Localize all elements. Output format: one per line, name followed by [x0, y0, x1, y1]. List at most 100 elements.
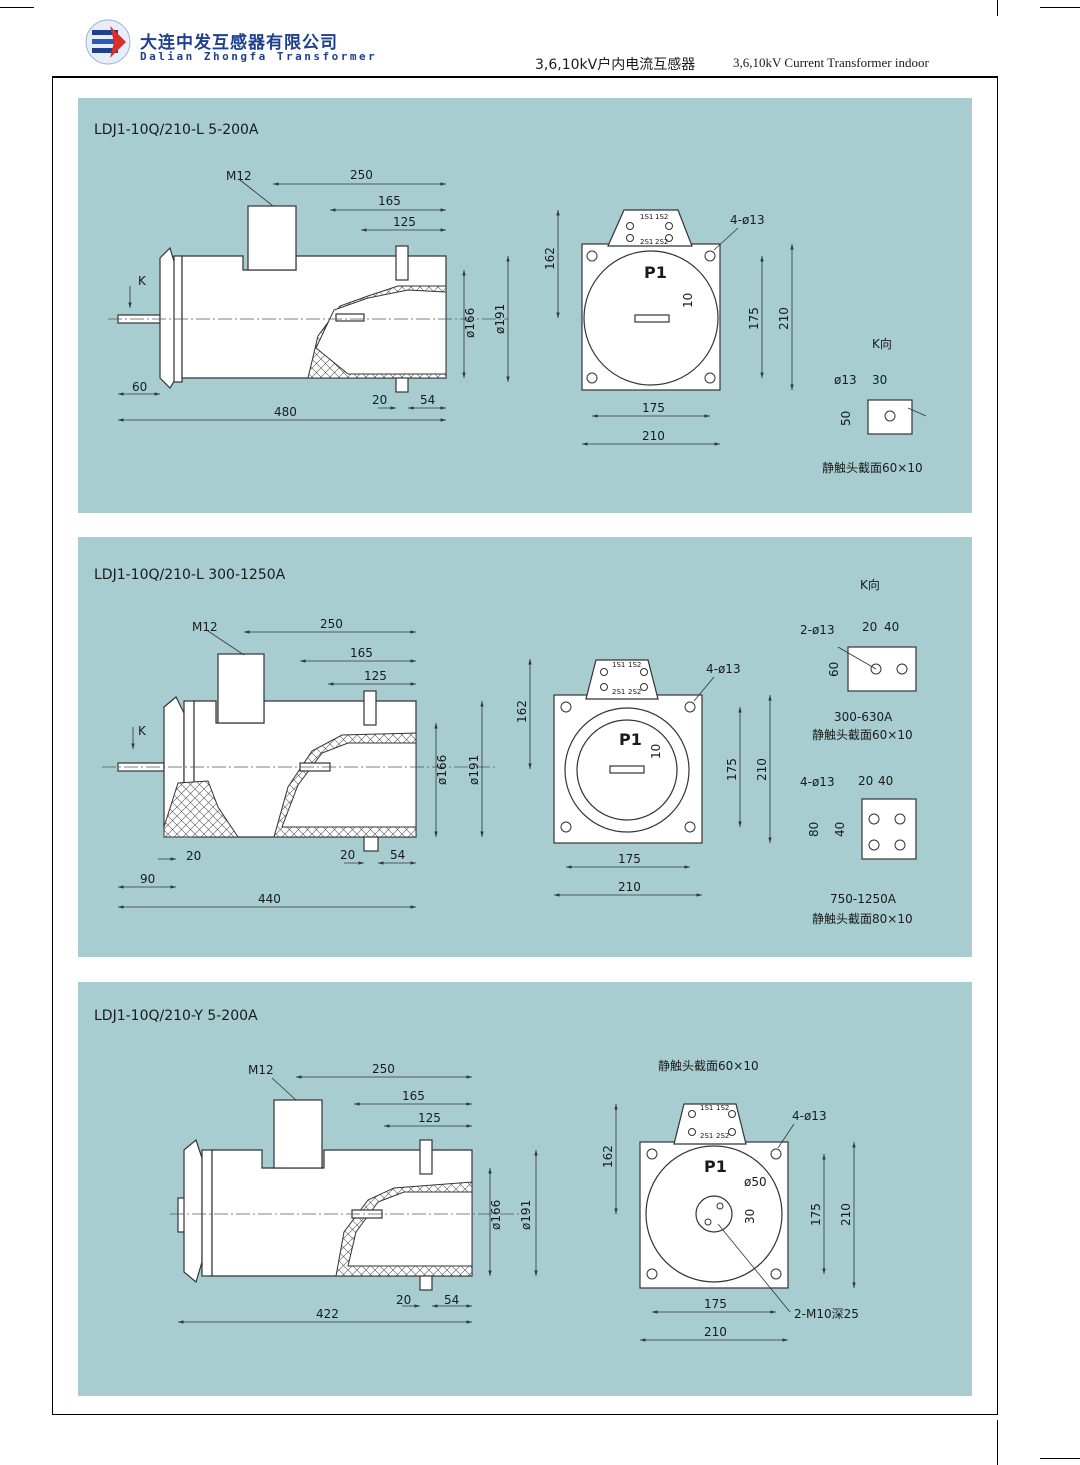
dim-20: 20	[396, 1293, 411, 1307]
dim-210h: 210	[618, 880, 641, 894]
contact-caption: 静触头截面60×10	[822, 461, 923, 475]
svg-text:40: 40	[884, 620, 899, 634]
thread-label: M12	[248, 1063, 274, 1077]
svg-text:2S2: 2S2	[655, 238, 668, 246]
page-frame	[52, 77, 998, 1415]
dim-dia191: ø191	[467, 755, 481, 785]
dim-dia166: ø166	[489, 1200, 503, 1230]
page-title-cn: 3,6,10kV户内电流互感器	[535, 57, 696, 73]
svg-text:1S2: 1S2	[628, 661, 641, 669]
dim-dia50: ø50	[744, 1175, 767, 1189]
side-view: M12 250 165 125 ø166 ø191 K 20 90 440 20…	[102, 617, 498, 909]
drawing-panel-2-svg: M12 250 165 125 ø166 ø191 K 20 90 440 20…	[102, 577, 917, 926]
dim-20a: 20	[186, 849, 201, 863]
model-label: LDJ1-10Q/210-Y 5-200A	[94, 1008, 258, 1024]
thread-label: M12	[192, 620, 218, 634]
front-view: 1S1 1S2 2S1 2S2 P1 162 4-ø13 10 175 210 …	[515, 659, 772, 897]
k-view: K向 2-ø13 20 40 60 300-630A 静触头截面60×10 4-…	[800, 577, 917, 926]
drawing-panel-3-svg: M12 250 165 125 ø166 ø191 422 20 54 静触头截…	[170, 1059, 859, 1342]
front-view: 1S1 1S2 2S1 2S2 P1 162 4-ø13 10 175 210 …	[543, 209, 794, 446]
dim-20: 20	[372, 393, 387, 407]
svg-text:1S2: 1S2	[716, 1104, 729, 1112]
dim-125: 125	[393, 215, 416, 229]
dim-125: 125	[418, 1111, 441, 1125]
svg-text:20: 20	[858, 774, 873, 788]
svg-text:4-ø13: 4-ø13	[800, 775, 835, 789]
crop-mark	[997, 1420, 998, 1465]
dim-dia166: ø166	[435, 755, 449, 785]
company-logo	[85, 19, 131, 65]
k-label: K	[138, 274, 147, 288]
crop-mark	[997, 0, 998, 16]
dim-30: 30	[872, 373, 887, 387]
svg-text:20: 20	[862, 620, 877, 634]
svg-text:2S2: 2S2	[628, 688, 641, 696]
dim-210h: 210	[642, 429, 665, 443]
secondary-box	[247, 205, 297, 271]
model-label: LDJ1-10Q/210-L 300-1250A	[94, 567, 286, 583]
dim-210v: 210	[839, 1203, 853, 1226]
dim-175h: 175	[704, 1297, 727, 1311]
svg-text:2S2: 2S2	[716, 1132, 729, 1140]
svg-text:2S1: 2S1	[700, 1132, 713, 1140]
k-view: K向 ø13 30 50 静触头截面60×10	[822, 336, 927, 475]
dim-175h: 175	[642, 401, 665, 415]
dim-30: 30	[743, 1209, 757, 1224]
dim-210v: 210	[755, 758, 769, 781]
company-name-cn: 大连中发互感器有限公司	[140, 33, 338, 53]
dim-54: 54	[420, 393, 435, 407]
dim-175v: 175	[747, 307, 761, 330]
dim-125: 125	[364, 669, 387, 683]
svg-text:40: 40	[833, 822, 847, 837]
drawing-panel-1-svg: M12 250 165 125 ø166 ø191 K 60 480 20 54	[108, 168, 927, 475]
dim-440: 440	[258, 892, 281, 906]
dim-250: 250	[320, 617, 343, 631]
drawing-panel-1: LDJ1-10Q/210-L 5-200A M12 250 165 125	[78, 98, 972, 513]
model-label: LDJ1-10Q/210-L 5-200A	[94, 122, 259, 138]
svg-text:2S1: 2S1	[640, 238, 653, 246]
svg-text:1S1: 1S1	[700, 1104, 713, 1112]
svg-text:2S1: 2S1	[612, 688, 625, 696]
svg-text:300-630A: 300-630A	[834, 710, 893, 724]
k-view-title: K向	[860, 577, 880, 592]
dim-162: 162	[601, 1145, 615, 1168]
svg-text:40: 40	[878, 774, 893, 788]
svg-text:60: 60	[827, 662, 841, 677]
svg-text:静触头截面60×10: 静触头截面60×10	[812, 728, 913, 742]
drawing-panel-3: LDJ1-10Q/210-Y 5-200A M12 250 165 125 ø1…	[78, 982, 972, 1396]
dim-50: 50	[839, 411, 853, 426]
dim-250: 250	[350, 168, 373, 182]
dim-175h: 175	[618, 852, 641, 866]
thread-label: M12	[226, 169, 252, 183]
svg-text:80: 80	[807, 822, 821, 837]
svg-text:1S1: 1S1	[612, 661, 625, 669]
dim-dia166: ø166	[463, 308, 477, 338]
crop-mark	[1040, 7, 1080, 8]
page-title-en: 3,6,10kV Current Transformer indoor	[733, 55, 929, 70]
dim-165: 165	[378, 194, 401, 208]
dim-175v: 175	[725, 758, 739, 781]
holes-label: 4-ø13	[730, 213, 765, 227]
p1-label: P1	[704, 1157, 727, 1176]
dim-422: 422	[316, 1307, 339, 1321]
svg-text:1S1: 1S1	[640, 213, 653, 221]
dim-162: 162	[515, 700, 529, 723]
company-name-en: Dalian Zhongfa Transformer	[140, 50, 378, 63]
holes-label: 4-ø13	[792, 1109, 827, 1123]
svg-text:750-1250A: 750-1250A	[830, 892, 897, 906]
header-rule	[52, 76, 998, 77]
drawing-panel-2: LDJ1-10Q/210-L 300-1250A M12 250 165 125	[78, 537, 972, 957]
svg-text:静触头截面80×10: 静触头截面80×10	[812, 912, 913, 926]
side-view: M12 250 165 125 ø166 ø191 K 60 480 20 54	[108, 168, 510, 422]
crop-mark	[0, 7, 34, 8]
p1-label: P1	[644, 263, 667, 282]
front-view: 静触头截面60×10 1S1 1S2 2S1 2S2 P1 ø50 30 162…	[601, 1059, 859, 1342]
dim-dia191: ø191	[493, 304, 507, 334]
dim-165: 165	[402, 1089, 425, 1103]
dim-20: 20	[340, 848, 355, 862]
crop-mark	[1040, 1458, 1080, 1459]
dim-60: 60	[132, 380, 147, 394]
svg-text:2-ø13: 2-ø13	[800, 623, 835, 637]
dim-175v: 175	[809, 1203, 823, 1226]
dim-162: 162	[543, 247, 557, 270]
